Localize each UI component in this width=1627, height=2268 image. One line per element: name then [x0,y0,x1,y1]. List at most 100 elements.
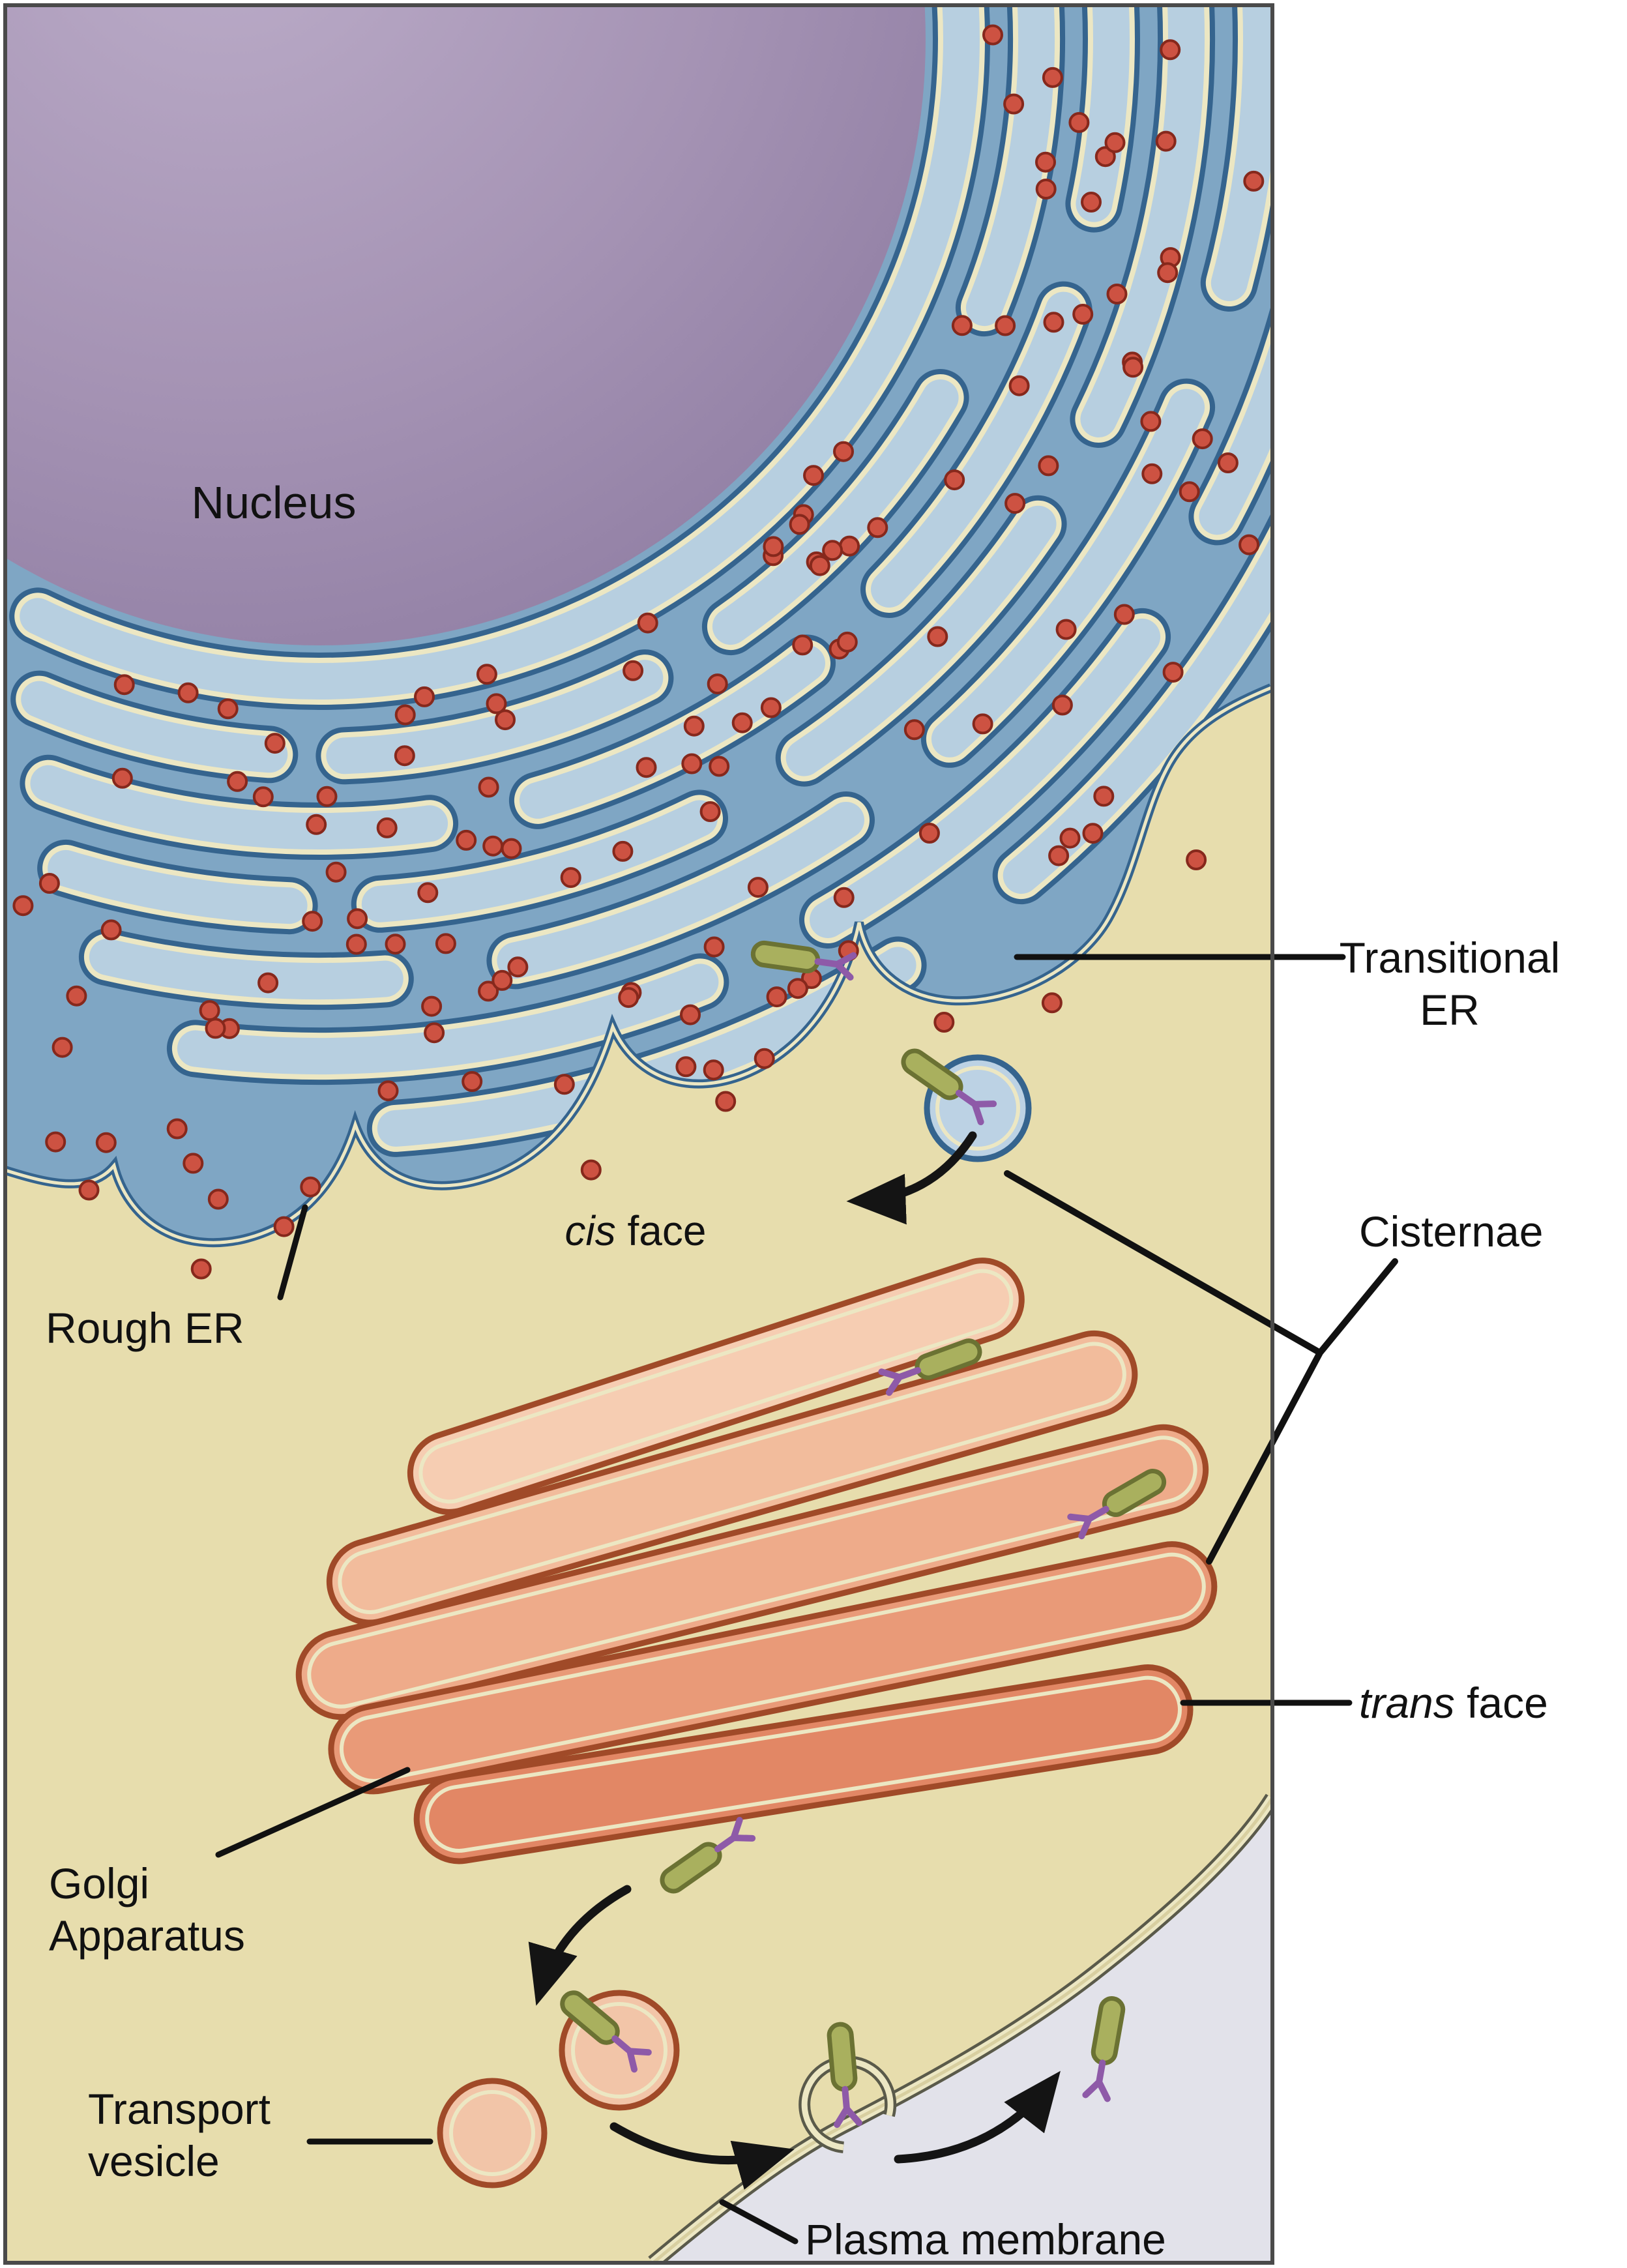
ribosome-dot [951,315,973,336]
ribosome-dot [731,712,753,733]
ribosome-dot [836,631,858,653]
ribosome-dot [1072,304,1094,325]
ribosome-dot [1038,455,1059,477]
cisternae-label: Cisternae [1359,1207,1543,1256]
ribosome-dot [78,1179,100,1201]
ribosome-dot [38,873,60,894]
ribosome-dot [1141,463,1163,484]
ribosome-dot [1239,534,1260,555]
cisternae-bracket [1004,1170,1398,1565]
er-membrane-ribbon [1199,5,1271,535]
ribosome-dot [1104,132,1126,153]
ribosome-dot [580,1159,602,1181]
er-membrane-ribbon [1369,0,1411,340]
ribosome-dot [681,753,703,774]
ribosome-dot [51,1037,73,1058]
ribosome-dot [1160,39,1181,61]
ribosome-dot [100,919,122,941]
ribosome-dot [394,704,416,726]
plasma-membrane-leader [719,2199,799,2245]
ribosome-dot [787,978,808,999]
golgi-cisterna [328,1541,1218,1795]
ribosome-dot [462,1071,483,1092]
ribosome-dot [495,709,516,731]
ribosome-dot [747,877,769,898]
ribosome-dot [709,756,730,777]
ribosome-dot [1243,170,1265,192]
ribosome-dot [1179,481,1200,503]
ribosome-dot [903,719,925,741]
er-membrane-ribbon [1076,5,1130,222]
fusing-vesicle [799,2055,897,2153]
ribosome-dot [166,1118,188,1140]
ribosome-dot [972,713,993,735]
ribosome-dot [1048,845,1070,866]
ribosome-dot [183,1153,204,1174]
golgi-cisterna [326,1330,1138,1626]
ribosome-dot [95,1132,117,1153]
ribosome-dot [394,745,415,767]
ribosome-dot [803,465,824,486]
rough-er-leader [277,1204,308,1301]
ribosome-dot [501,838,522,859]
ribosome-dot [1008,375,1030,396]
er-membrane-ribbon [712,379,959,645]
ribosome-dot [376,817,398,838]
er-membrane-stacks [9,0,1411,1157]
ribosome-dot [482,835,504,857]
ribosome-dot [933,1012,955,1033]
ribosome-dot [833,887,855,908]
ribosome-dot [1140,411,1162,432]
ribosome-dot [45,1131,66,1153]
er-membrane-ribbon [785,505,1057,776]
ribosome-dot [306,814,327,835]
golgi-leader [215,1767,411,1858]
ribosome-dot [1162,662,1184,683]
er-membrane-ribbon [965,5,1055,327]
golgi-label-line2: Apparatus [49,1911,245,1960]
ribosome-dot [637,612,658,634]
golgi-cisterna [413,1664,1194,1864]
transport-vesicle-label-line2: vesicle [88,2137,220,2185]
ribosome-dot [1093,786,1115,807]
ribosome-dot [190,1258,212,1280]
golgi-cisterna [295,1424,1209,1720]
ribosome-dot [478,776,499,798]
er-membrane-ribbon [48,849,308,924]
ribosome-dot [1042,66,1063,88]
ribosome-dot [612,840,634,862]
ribosome-dot [766,986,787,1008]
ribosome-dot [414,686,435,707]
er-membrane-ribbon [1369,0,1411,340]
ribosome-dot [699,801,721,822]
ribosome-dot [1055,619,1077,640]
ribosome-dot [944,469,965,491]
ribosome-dot [809,555,830,576]
transport-vesicle-label-line1: Transport [88,2085,271,2133]
ribosome-dot [763,536,784,557]
ribosome-dot [347,908,368,930]
er-membrane-ribbon [810,618,1161,938]
ribosome-dot [377,1080,399,1102]
ribosome-dot [456,829,477,851]
ribosome-dot [417,882,439,904]
vesicle-to-membrane-arrow-icon [609,2122,795,2190]
ribosome-dot [316,786,338,807]
ribosome-dot [385,934,406,955]
ribosome-dot [623,660,644,681]
ribosome-dot [12,895,34,917]
transitional-er-label-line2: ER [1420,986,1480,1034]
ribosome-dot [264,733,286,754]
er-membrane-ribbon [21,681,288,773]
ribosome-dot [760,697,782,718]
plasma-membrane-label: Plasma membrane [805,2215,1166,2263]
exocytosis-arrow-icon [894,2070,1061,2164]
ribosomes [12,24,1265,1280]
ribosome-dot [680,1004,701,1025]
golgi-label-line1: Golgi [49,1859,149,1907]
ribosome-dot [1157,262,1179,284]
golgi-to-vesicle-arrow-icon [528,1885,632,2006]
ribosome-dot [217,698,239,720]
ribosome-dot [207,1188,229,1210]
